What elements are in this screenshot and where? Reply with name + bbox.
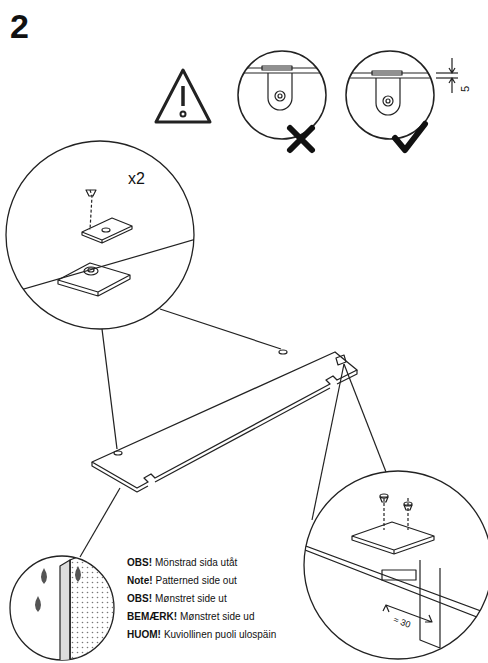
note-text: Mönstrad sida utåt — [155, 557, 237, 568]
note-keyword: OBS! — [127, 557, 152, 568]
note-text: Kuviollinen puoli ulospäin — [164, 629, 276, 640]
note-keyword: BEMÆRK! — [127, 611, 177, 622]
quantity-label: x2 — [128, 170, 145, 188]
note-keyword: HUOM! — [127, 629, 161, 640]
note-text: Patterned side out — [156, 575, 237, 586]
dimension-label: 5 — [459, 86, 471, 92]
note-text: Mønstret side ut — [155, 593, 227, 604]
note-keyword: OBS! — [127, 593, 152, 604]
step-number: 2 — [10, 8, 29, 45]
note-keyword: Note! — [127, 575, 153, 586]
note-text: Mønstret side ud — [180, 611, 254, 622]
dimension-label: ≈ 30 — [391, 615, 413, 631]
